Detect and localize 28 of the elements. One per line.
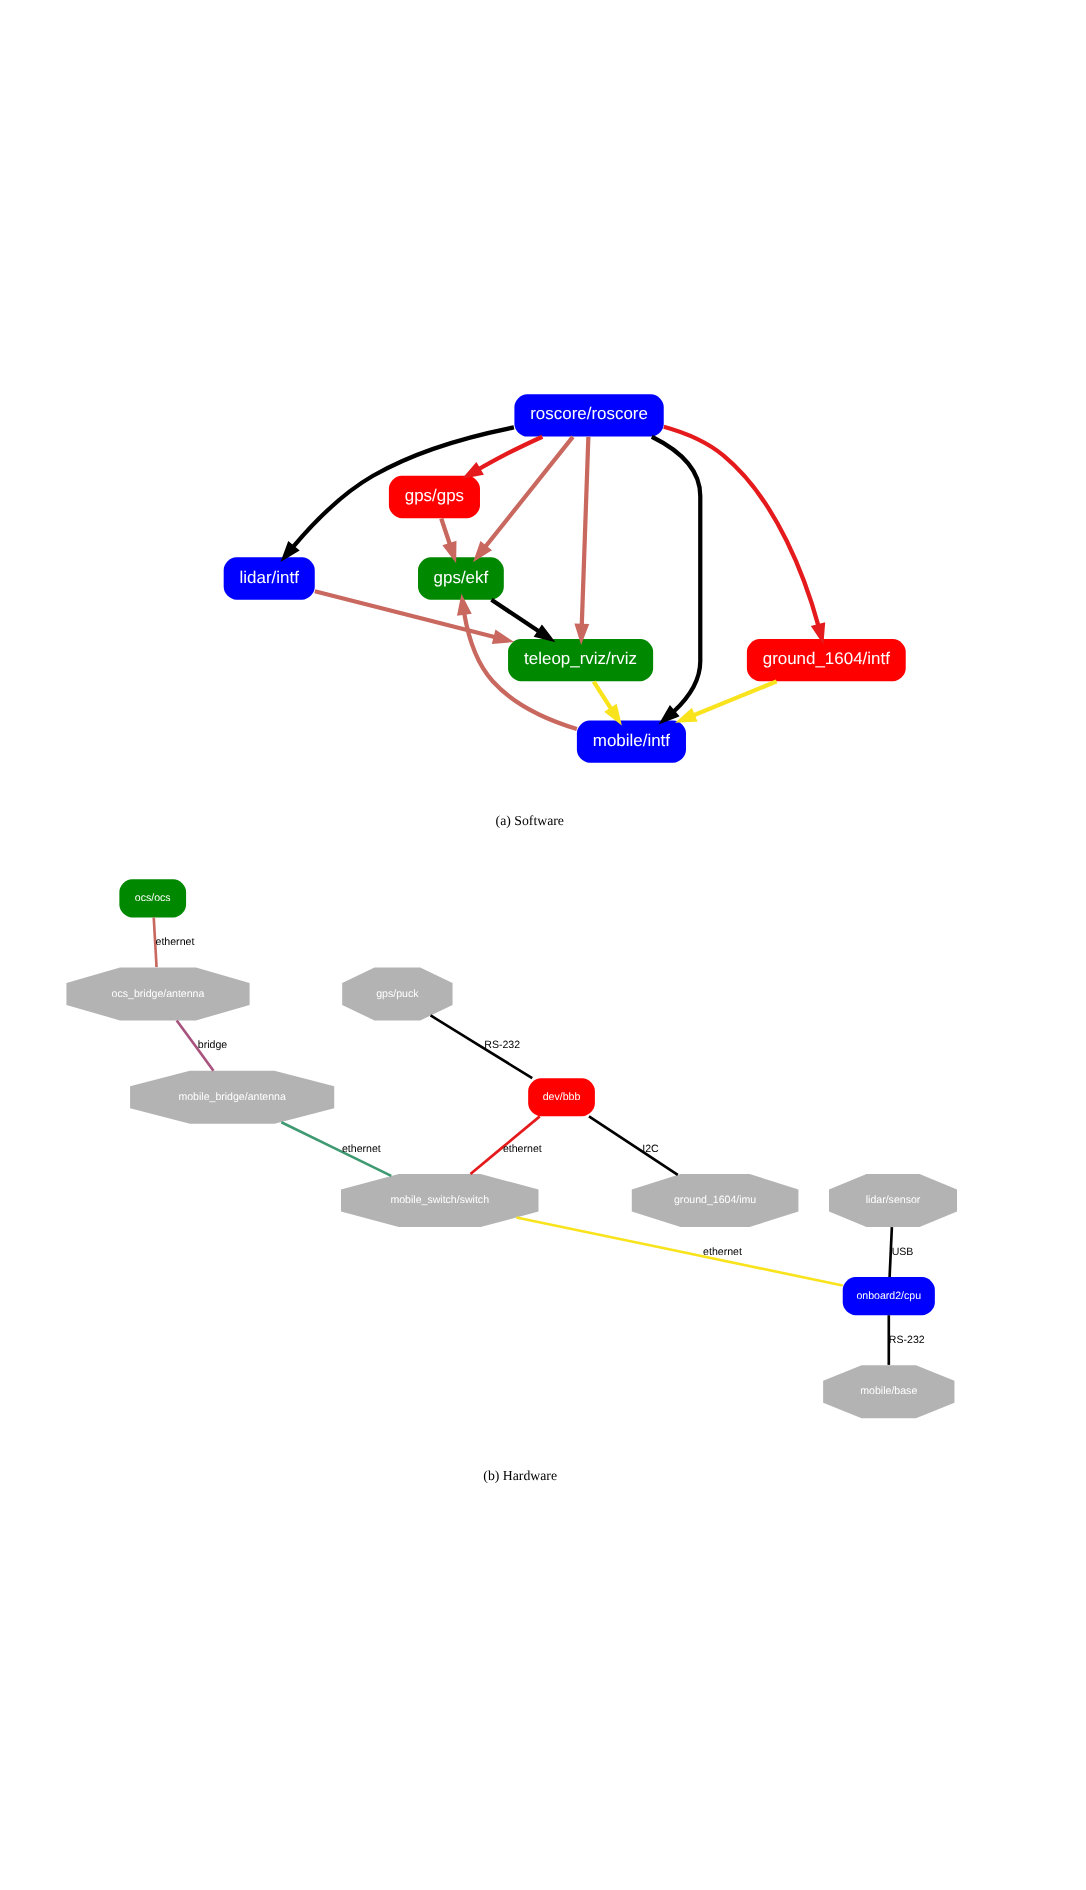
arrow: [473, 435, 575, 563]
arrow: [490, 598, 556, 643]
connector: [888, 1227, 894, 1277]
node-box: gps/ekf: [418, 557, 504, 600]
connector: [280, 1121, 392, 1178]
arrow: [457, 593, 578, 731]
arrow: [650, 434, 703, 725]
connector: [516, 1216, 843, 1287]
arrow: [314, 589, 515, 645]
connector: [152, 917, 158, 968]
arrow: [439, 517, 457, 564]
node-box: ground_1604/intf: [746, 638, 906, 682]
arrow: [591, 680, 622, 726]
node-box: teleop_rviz/rviz: [508, 638, 654, 682]
connector: [588, 1115, 679, 1176]
arrow: [663, 424, 826, 645]
connector: [175, 1019, 215, 1072]
connector: [887, 1315, 891, 1365]
node-box: lidar/intf: [223, 557, 315, 600]
node-box: gps/gps: [388, 475, 480, 519]
connector: [429, 1014, 533, 1080]
arrow: [461, 434, 544, 480]
arrow: [280, 425, 515, 563]
node-box: mobile/intf: [576, 720, 686, 763]
arrow: [574, 436, 591, 646]
node-box: roscore/roscore: [514, 394, 664, 437]
connector: [469, 1115, 541, 1175]
arrow: [675, 679, 778, 723]
